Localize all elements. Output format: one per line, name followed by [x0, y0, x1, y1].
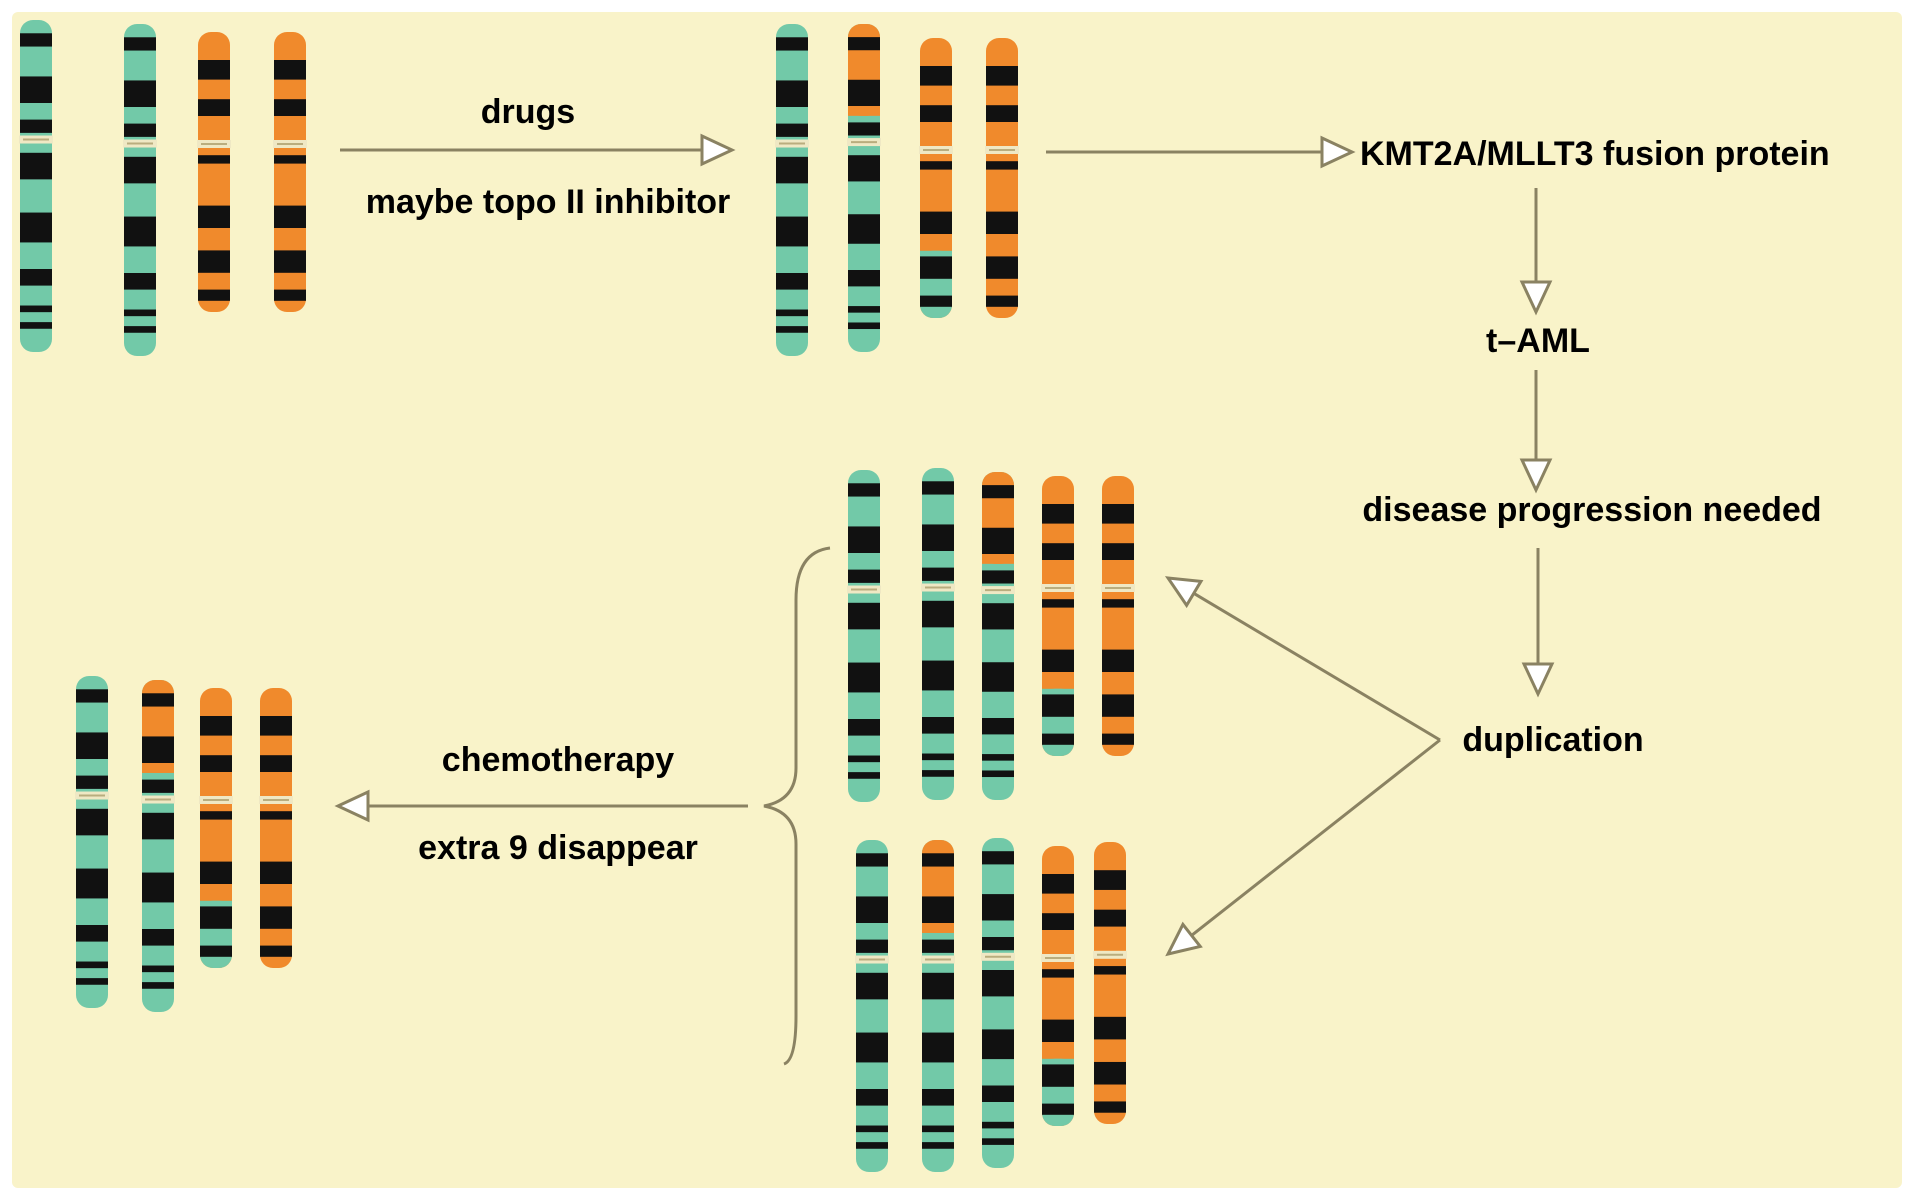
- arrow-duplication-upper: [1164, 576, 1441, 742]
- arrow-drugs: [340, 133, 736, 167]
- dup-b-chromosome-9-b: [981, 838, 1015, 1168]
- label-chemotherapy: chemotherapy: [441, 741, 675, 779]
- dup-a-chromosome-der11: [1041, 476, 1075, 756]
- arrow-chemotherapy: [334, 789, 748, 823]
- arrow-to-progression: [1519, 370, 1553, 494]
- chromosome-11-normal-b: [273, 32, 307, 312]
- chromosome-11-normal-a: [197, 32, 231, 312]
- arrow-duplication-lower: [1165, 738, 1441, 957]
- dup-a-chromosome-9-b: [921, 468, 955, 800]
- dup-a-chromosome-11: [1101, 476, 1135, 756]
- arrow-to-duplication: [1521, 548, 1555, 698]
- label-extra-9-disappear: extra 9 disappear: [418, 829, 698, 867]
- chromosome-9-a: [775, 24, 809, 356]
- dup-a-chromosome-der9: [981, 472, 1015, 800]
- label-fusion-protein: KMT2A/MLLT3 fusion protein: [1360, 135, 1830, 173]
- dup-b-chromosome-der11: [1041, 846, 1075, 1126]
- label-topo-inhibitor: maybe topo II inhibitor: [365, 183, 731, 221]
- dup-b-chromosome-9-a: [855, 840, 889, 1172]
- chromosome-9-normal-b: [123, 24, 157, 356]
- diagram-panel: [12, 12, 1902, 1188]
- post-chromosome-9: [75, 676, 109, 1008]
- post-chromosome-der11: [199, 688, 233, 968]
- label-disease-progression: disease progression needed: [1362, 491, 1822, 529]
- arrow-to-t-aml: [1519, 188, 1553, 316]
- label-t-aml: t–AML: [1486, 322, 1590, 360]
- label-drugs: drugs: [480, 93, 576, 131]
- dup-b-chromosome-11: [1093, 842, 1127, 1124]
- post-chromosome-der9: [141, 680, 175, 1012]
- chromosome-der9: [847, 24, 881, 352]
- dup-b-chromosome-der9: [921, 840, 955, 1172]
- label-duplication: duplication: [1462, 721, 1644, 759]
- dup-a-chromosome-9-a: [847, 470, 881, 802]
- arrow-to-fusion-protein: [1046, 135, 1356, 169]
- chromosome-9-normal-a: [19, 20, 53, 352]
- post-chromosome-11: [259, 688, 293, 968]
- grouping-brace: [763, 546, 831, 1066]
- chromosome-11: [985, 38, 1019, 318]
- chromosome-der11: [919, 38, 953, 318]
